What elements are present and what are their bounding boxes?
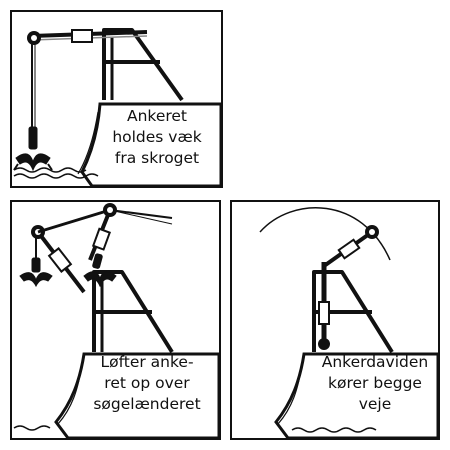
caption-line: kører begge: [328, 374, 422, 392]
anchor-lifted-icon: [83, 253, 117, 288]
caption-line: Ankeret: [126, 107, 188, 125]
hull-bow: [80, 102, 221, 186]
panel-2-caption: Løfter anke- ret op over søgelænderet: [81, 352, 213, 415]
caption-line: holdes væk: [112, 128, 202, 146]
caption-line: Ankerdaviden: [321, 353, 429, 371]
hull-shading: [77, 111, 99, 175]
panel-3-illustration: [259, 207, 438, 438]
caption-line: veje: [358, 395, 392, 413]
water-waves: [291, 427, 377, 433]
davit-arm: [322, 225, 379, 268]
panel-2-illustration: [13, 203, 219, 438]
swing-arc: [259, 207, 391, 261]
davit-arm-lowered: [31, 225, 86, 294]
water-waves: [13, 167, 99, 179]
caption-line: ret op over: [104, 374, 190, 392]
bow-pulpit: [92, 270, 174, 354]
panel-1-illustration: [13, 28, 221, 186]
panel-lifts-anchor-over-rail: Løfter anke- ret op over søgelænderet: [10, 200, 221, 440]
panel-1-caption: Ankeret holdes væk fra skroget: [101, 106, 213, 169]
davit-arm-raised: [37, 203, 173, 261]
anchor-icon: [13, 126, 53, 172]
bow-pulpit: [102, 28, 184, 102]
davit-post: [318, 262, 330, 350]
panel-anchor-held-away: Ankeret holdes væk fra skroget: [10, 10, 223, 188]
caption-line: søgelænderet: [93, 395, 201, 413]
panel-davit-swings-both-ways: Ankerdaviden kører begge veje: [230, 200, 440, 440]
hull-shading: [277, 363, 303, 425]
anchor-icon: [19, 257, 53, 288]
caption-line: Løfter anke-: [100, 353, 194, 371]
davit-arm: [27, 29, 148, 45]
water-waves: [13, 425, 51, 431]
panel-3-caption: Ankerdaviden kører begge veje: [316, 352, 434, 415]
caption-line: fra skroget: [114, 149, 200, 167]
hull-shading: [57, 363, 83, 425]
